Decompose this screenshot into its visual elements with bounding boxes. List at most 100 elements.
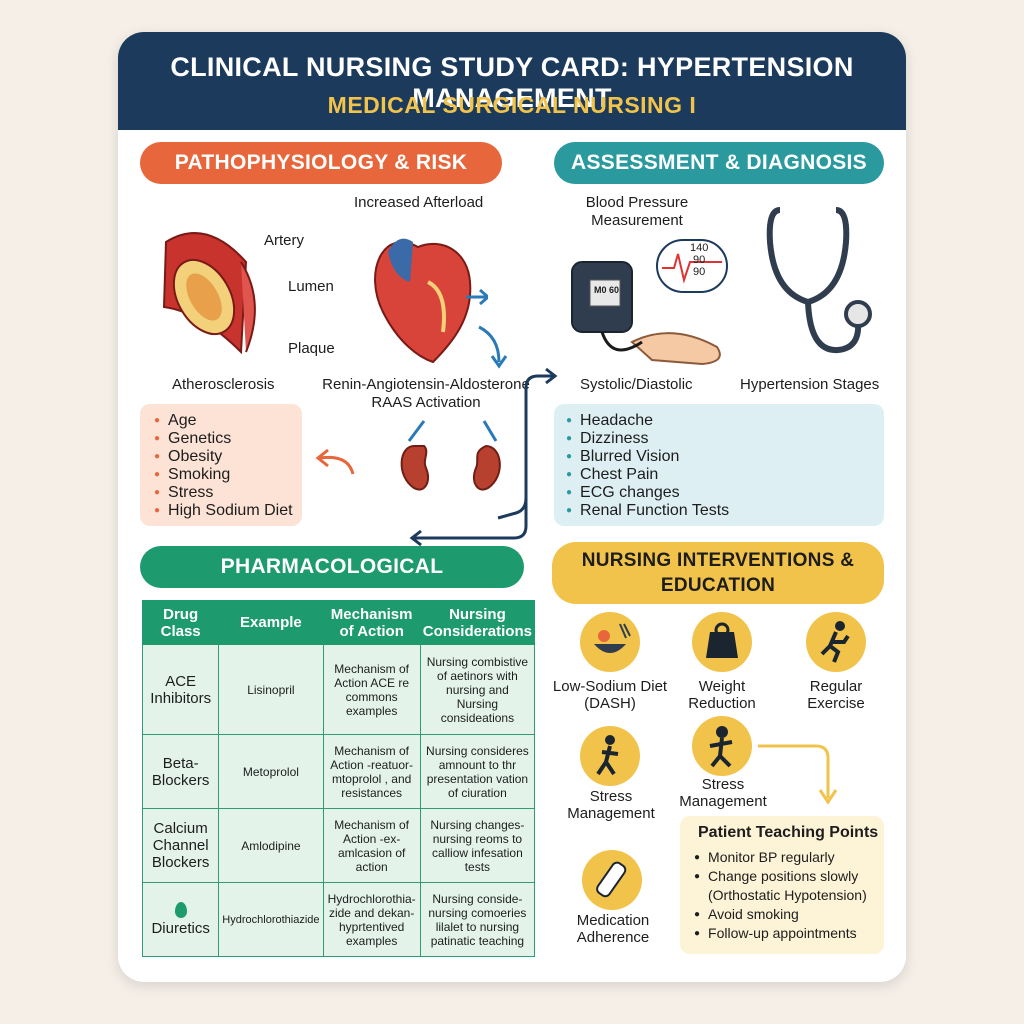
monitor-value: 90 — [693, 254, 706, 266]
risk-factors-list: Age Genetics Obesity Smoking Stress High… — [154, 412, 293, 520]
card-title: CLINICAL NURSING STUDY CARD: HYPERTENSIO… — [170, 52, 854, 113]
list-item: Blurred Vision — [566, 448, 729, 466]
list-item: Age — [154, 412, 293, 430]
nursing-cell: Nursing combistive of aetinors with nurs… — [419, 643, 536, 736]
mechanism-cell: Mechanism of Action -ex-amlcasion of act… — [322, 808, 421, 884]
nursing-cell: Nursing consideres amnount to thr presen… — [419, 734, 536, 810]
atherosclerosis-label: Atherosclerosis — [172, 376, 275, 393]
bp-cuff-icon — [571, 239, 728, 366]
list-item: Chest Pain — [566, 466, 729, 484]
weight-icon — [692, 612, 752, 672]
drug-example-cell: Hydrochlorothiazide — [218, 882, 324, 957]
raas-label: Renin-Angiotensin-Aldosterone RAAS Activ… — [316, 376, 536, 412]
list-item: Stress — [154, 484, 293, 502]
kidneys-icon — [400, 420, 501, 491]
intervention-exercise: Regular Exercise — [790, 678, 882, 712]
intervention-weight: Weight Reduction — [672, 678, 772, 712]
list-item: Obesity — [154, 448, 293, 466]
stress-icon — [692, 716, 752, 776]
table-row: Calcium Channel Blockers Amlodipine Mech… — [141, 808, 536, 884]
nursing-cell: Nursing conside-nursing comoeries lilale… — [419, 882, 536, 957]
interventions-heading: NURSING INTERVENTIONS & EDUCATION — [552, 542, 884, 604]
afterload-label: Increased Afterload — [354, 194, 484, 211]
drug-table: Drug Class Example Mechanism of Action N… — [141, 600, 536, 957]
teaching-title: Patient Teaching Points — [698, 824, 879, 841]
symptoms-box: Headache Dizziness Blurred Vision Chest … — [554, 404, 884, 526]
teaching-sub-text: (Orthostatic Hypotension) — [708, 887, 867, 903]
list-item: Headache — [566, 412, 729, 430]
intervention-line1: Regular — [809, 678, 863, 695]
drug-example-cell: Lisinopril — [218, 643, 324, 736]
list-item: Change positions slowly — [694, 867, 867, 886]
teaching-list: Monitor BP regularly Change positions sl… — [694, 848, 867, 943]
card-subtitle: MEDICAL SURGICAL NURSING I — [327, 92, 697, 118]
monitor-value: 90 — [693, 266, 706, 278]
plaque-label: Plaque — [288, 340, 335, 357]
flow-arrow-icon — [478, 325, 508, 369]
intervention-line1: Medication — [576, 912, 650, 929]
monitor-value: 140 — [690, 242, 709, 254]
intervention-medication: Medication Adherence — [558, 912, 668, 946]
pharmacological-heading: PHARMACOLOGICAL MANAGEMENT — [140, 546, 524, 620]
running-icon — [806, 612, 866, 672]
intervention-line2: Exercise — [807, 695, 865, 712]
list-item: Dizziness — [566, 430, 729, 448]
mechanism-cell: Mechanism of Action -reatuor-mtoprolol ,… — [322, 734, 421, 810]
intervention-line2: Reduction — [688, 695, 756, 712]
column-header: Drug Class — [141, 600, 220, 645]
list-item: Monitor BP regularly — [694, 848, 867, 867]
intervention-line2: Management — [567, 805, 655, 822]
table-row: Beta-Blockers Metoprolol Mechanism of Ac… — [141, 734, 536, 810]
list-item: High Sodium Diet — [154, 502, 293, 520]
monitor-readout: 140 90 90 — [690, 242, 708, 278]
drug-class-cell: ACE Inhibitors — [141, 643, 220, 736]
column-header: Mechanism of Action — [322, 600, 421, 645]
curved-arrow-icon — [315, 448, 355, 475]
intervention-stress-a: Stress Management — [558, 788, 664, 822]
teaching-arrow-icon — [758, 744, 838, 805]
intervention-line2: (DASH) — [584, 695, 636, 712]
table-row: Diuretics Hydrochlorothiazide Hydrochlor… — [141, 882, 536, 957]
table-header-row: Drug Class Example Mechanism of Action N… — [141, 600, 536, 645]
interventions-heading-line1: NURSING INTERVENTIONS & — [581, 550, 855, 571]
intervention-stress-b: Stress Management — [668, 776, 778, 810]
bp-measurement-label: Blood Pressure Measurement — [562, 194, 712, 230]
hypertension-stages-label: Hypertension Stages — [740, 376, 880, 393]
stethoscope-icon — [766, 207, 872, 354]
teaching-box: Patient Teaching Points Monitor BP regul… — [680, 816, 884, 954]
list-item: Renal Function Tests — [566, 502, 729, 520]
drug-class-cell: Diuretics — [141, 882, 220, 957]
list-item: ECG changes — [566, 484, 729, 502]
artery-label: Artery — [264, 232, 305, 249]
intervention-line2: Adherence — [576, 929, 650, 946]
medication-tube-icon — [582, 850, 642, 910]
drug-example-cell: Amlodipine — [218, 808, 324, 884]
table-row: ACE Inhibitors Lisinopril Mechanism of A… — [141, 643, 536, 736]
study-card: CLINICAL NURSING STUDY CARD: HYPERTENSIO… — [118, 32, 906, 982]
drug-class-label: Diuretics — [151, 920, 210, 938]
lumen-label: Lumen — [288, 278, 334, 295]
list-item: Follow-up appointments — [694, 924, 867, 943]
interventions-heading-line2: EDUCATION — [660, 575, 776, 596]
cuff-display-text: M0 60 — [594, 285, 620, 295]
risk-factors-box: Age Genetics Obesity Smoking Stress High… — [140, 404, 302, 526]
walking-icon — [580, 726, 640, 786]
teaching-sub-item: (Orthostatic Hypotension) — [694, 886, 867, 905]
assessment-heading: ASSESSMENT & DIAGNOSIS — [554, 142, 884, 184]
list-item: Avoid smoking — [694, 905, 867, 924]
bp-line2: Measurement — [591, 212, 683, 229]
nursing-cell: Nursing changes-nursing reoms to calliow… — [419, 808, 536, 884]
raas-line2: RAAS Activation — [371, 394, 481, 411]
raas-line1: Renin-Angiotensin-Aldosterone — [322, 376, 530, 393]
mechanism-cell: Hydrochlorothia-zide and dekan-hyprtenti… — [322, 882, 421, 957]
droplet-icon — [174, 902, 187, 919]
mechanism-cell: Mechanism of Action ACE re commons examp… — [322, 643, 421, 736]
drug-example-cell: Metoprolol — [218, 734, 324, 810]
heart-icon — [374, 238, 488, 364]
intervention-line2: Management — [679, 793, 767, 810]
drug-class-cell: Beta-Blockers — [141, 734, 220, 810]
list-item: Genetics — [154, 430, 293, 448]
symptoms-list: Headache Dizziness Blurred Vision Chest … — [566, 412, 729, 520]
list-item: Smoking — [154, 466, 293, 484]
intervention-line1: Low-Sodium Diet — [552, 678, 668, 695]
